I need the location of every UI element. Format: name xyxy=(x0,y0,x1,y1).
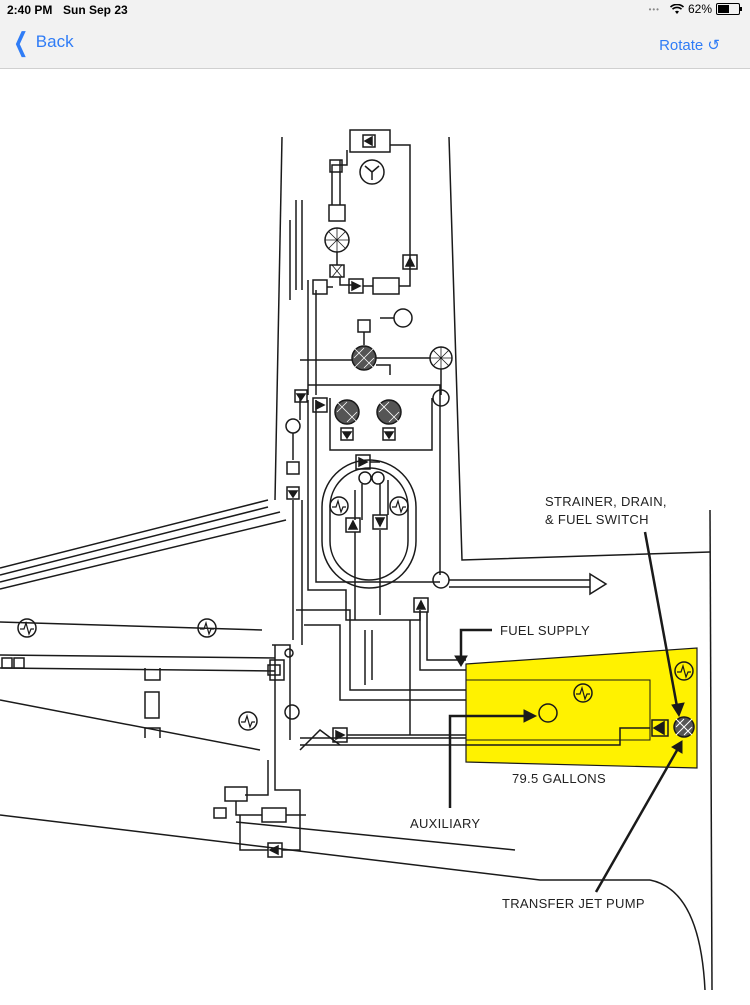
wifi-icon xyxy=(669,3,684,14)
fuel-system-svg: STRAINER, DRAIN, & FUEL SWITCH FUEL SUPP… xyxy=(0,129,713,991)
pump-symbol-icon xyxy=(238,711,258,731)
label-strainer-2: & FUEL SWITCH xyxy=(545,512,649,527)
status-time: 2:40 PM xyxy=(7,3,53,17)
status-bar: 2:40 PM Sun Sep 23 ••• 62% xyxy=(0,0,750,22)
pump-symbol-icon xyxy=(674,661,694,681)
status-date: Sun Sep 23 xyxy=(63,3,128,17)
fuel-lines-middle xyxy=(285,384,450,575)
pump-symbol-icon xyxy=(329,496,349,516)
center-tank xyxy=(321,454,417,620)
fuel-lines-lower xyxy=(17,400,650,858)
valve-icon xyxy=(651,719,669,737)
nav-bar: ❮ Back Rotate ↺ xyxy=(0,22,750,69)
multitask-dots-icon: ••• xyxy=(648,4,660,14)
battery-icon xyxy=(716,3,742,15)
auxiliary-tank xyxy=(465,647,698,769)
status-right: ••• 62% xyxy=(648,2,742,16)
chevron-left-icon: ❮ xyxy=(13,27,29,57)
annotation-arrows xyxy=(448,531,685,893)
label-strainer-1: STRAINER, DRAIN, xyxy=(545,494,667,509)
pump-symbol-icon xyxy=(573,683,593,703)
label-transfer-jet-pump: TRANSFER JET PUMP xyxy=(502,896,645,911)
fuel-system-diagram: STRAINER, DRAIN, & FUEL SWITCH FUEL SUPP… xyxy=(0,68,750,1000)
pump-symbol-icon xyxy=(197,618,217,638)
label-auxiliary: AUXILIARY xyxy=(410,816,480,831)
diagram-labels: STRAINER, DRAIN, & FUEL SWITCH FUEL SUPP… xyxy=(410,494,667,911)
rotate-button[interactable]: Rotate ↺ xyxy=(659,37,720,54)
back-label: Back xyxy=(35,32,74,51)
pump-symbol-icon xyxy=(17,618,37,638)
fuselage-outline xyxy=(0,136,713,991)
label-gallons: 79.5 GALLONS xyxy=(512,771,606,786)
fuel-lines-upper xyxy=(289,129,453,395)
back-button[interactable]: ❮ Back xyxy=(10,27,74,57)
pump-symbol-icon xyxy=(389,496,409,516)
label-fuel-supply: FUEL SUPPLY xyxy=(500,623,590,638)
arrow-right-icon xyxy=(589,572,608,596)
battery-percent: 62% xyxy=(687,2,712,16)
